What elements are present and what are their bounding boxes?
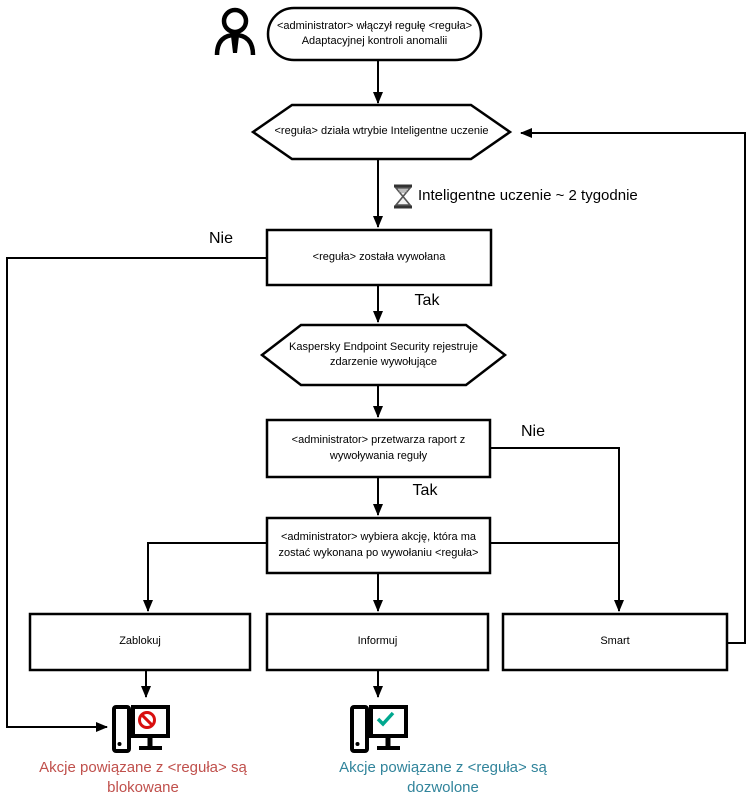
action-inform-box (265, 612, 490, 672)
person-icon (214, 7, 256, 56)
process-report-label: <administrator> przetwarza raport z wywo… (291, 434, 466, 462)
registers-event-label: Kaspersky Endpoint Security rejestruje z… (289, 340, 478, 368)
process-report-box (265, 418, 492, 479)
action-inform-label: Informuj (357, 635, 398, 648)
training-timer-label: Inteligentne uczenie ~ 2 tygodnie (418, 187, 638, 204)
action-block-label: Zablokuj (119, 635, 161, 648)
edge-triggered-no-to-blocked (6, 257, 267, 732)
computer-allowed-icon (350, 705, 408, 753)
hourglass-icon (394, 184, 412, 209)
rule-triggered-label: <reguła> została wywołana (312, 250, 446, 263)
edge-report-no-to-smart (490, 447, 624, 612)
edge-label-triggered-no: Nie (208, 230, 233, 247)
start-node-shape (266, 6, 483, 62)
action-smart-label: Smart (600, 635, 630, 648)
rule-triggered-box (265, 228, 493, 287)
start-node-label: <administrator> włączył regułę <reguła> … (276, 19, 473, 47)
action-block-box (28, 612, 252, 672)
edge-label-report-no: Nie (520, 423, 545, 440)
computer-blocked-icon (112, 705, 170, 753)
caption-actions-blocked: Akcje powiązane z <reguła> są blokowane (39, 759, 247, 797)
choose-action-box (265, 516, 492, 575)
choose-action-label: <administrator> wybiera akcję, która ma … (278, 531, 479, 559)
edge-smart-feedback (520, 128, 746, 644)
smart-training-mode-label: <reguła> działa wtrybie Inteligentne ucz… (274, 125, 489, 138)
edge-choose-to-block (143, 542, 267, 612)
edge-label-report-yes: Tak (412, 482, 438, 499)
registers-event-hexagon (259, 323, 508, 387)
action-smart-box (501, 612, 729, 672)
caption-actions-allowed: Akcje powiązane z <reguła> są dozwolone (339, 759, 547, 797)
smart-training-mode-hexagon (250, 103, 513, 161)
edge-label-triggered-yes: Tak (414, 292, 440, 309)
